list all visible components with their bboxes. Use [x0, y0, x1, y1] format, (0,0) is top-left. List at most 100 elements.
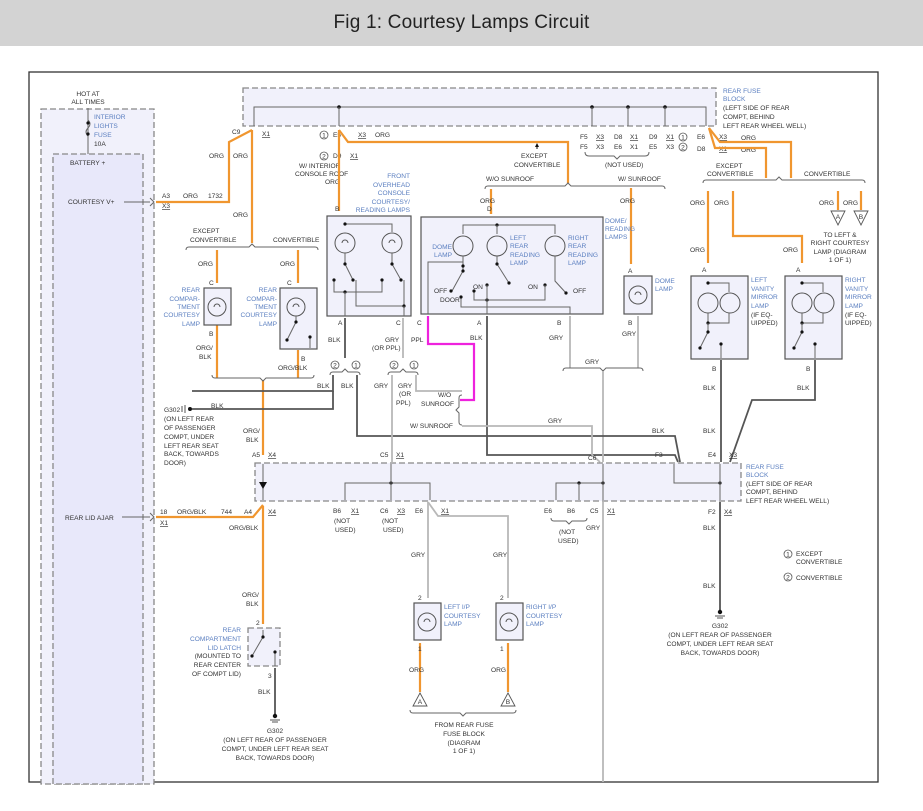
legend-label-1b: CONVERTIBLE — [796, 559, 843, 566]
conn-a-dome: A — [477, 320, 482, 327]
conn-c-rc1: C — [209, 280, 214, 287]
conn-x1-e6: X1 — [441, 508, 449, 515]
legend-label-1a: EXCEPT — [796, 551, 822, 558]
fuse-label-3: FUSE — [94, 132, 112, 139]
fuse-block-top-label-2: BLOCK — [723, 96, 746, 103]
wire-label: BLK — [211, 403, 224, 410]
conn-x1-c: X1 — [630, 134, 638, 141]
all-times-label: ALL TIMES — [71, 99, 105, 106]
legend-marker-2: 2 — [322, 154, 326, 161]
g302-bottom: G302 — [267, 728, 283, 735]
mk: 2 — [333, 363, 337, 370]
fuse-block-bottom-label: REAR FUSE — [746, 464, 784, 471]
conn-x1-b: X1 — [350, 153, 358, 160]
circuit-744: 744 — [221, 509, 232, 516]
fuse-block-bottom-loc-3: LEFT REAR WHEEL WELL) — [746, 498, 829, 505]
console-label-5: READING LAMPS — [356, 207, 411, 214]
pin-3-latch: 3 — [268, 673, 272, 680]
wire-label: BLK — [797, 385, 810, 392]
conn-b-dome: B — [557, 320, 562, 327]
rip-1: RIGHT I/P — [526, 604, 557, 611]
wire-label: ORG — [620, 198, 635, 205]
from-fuse-3: (DIAGRAM — [448, 740, 481, 747]
conn-18: 18 — [160, 509, 168, 516]
conn-x1-b6: X1 — [351, 508, 359, 515]
rv-2: VANITY — [845, 286, 869, 293]
conn-f2: F2 — [708, 509, 716, 516]
top-connector-labels: C9 X1 E5 X3 ORG 1 2 D9 X1 W/ INTERIOR CO… — [232, 129, 756, 186]
fuse-label-2: LIGHTS — [94, 123, 118, 130]
rip-2: COURTESY — [526, 613, 563, 620]
conn-x4-b: X4 — [268, 509, 276, 516]
legend-num-2: 2 — [786, 575, 790, 582]
not-label: (NOT — [334, 518, 350, 525]
wire-label: BLK — [341, 383, 354, 390]
conn-a3: A3 — [162, 193, 170, 200]
hot-at-label: HOT AT — [76, 91, 99, 98]
right-vanity-lamp: RIGHT VANITY MIRROR LAMP (IF EQ- UIPPED)… — [729, 267, 872, 463]
cond-wo: W/O — [438, 392, 451, 399]
fuse-block-bottom-box — [254, 462, 742, 502]
wire-label: ORG — [491, 667, 506, 674]
conn-x3-2: X3 — [596, 134, 604, 141]
g302-loc-4: LEFT REAR SEAT — [164, 443, 219, 450]
dome-lamp: DOME LAMP A B GRY GRY — [562, 268, 675, 462]
battery-label: BATTERY + — [70, 160, 106, 167]
wire-label: BLK — [328, 337, 341, 344]
rc1-3: TMENT — [177, 304, 200, 311]
to-courtesy-2: RIGHT COURTESY — [811, 240, 870, 247]
right-vanity-box — [784, 275, 843, 360]
ground-icon — [272, 713, 278, 719]
conn-d9: D9 — [333, 153, 342, 160]
lrr-label-3: READING — [510, 252, 540, 259]
rc2-2: COMPAR- — [246, 296, 277, 303]
diagram-frame — [28, 71, 879, 783]
conn-b-rc2: B — [301, 356, 306, 363]
cond-w-interior: W/ INTERIOR — [299, 163, 341, 170]
wire-label: ORG — [183, 193, 198, 200]
conn-x3: X3 — [358, 132, 366, 139]
pin-2-latch: 2 — [256, 620, 260, 627]
wire-label: PPL) — [396, 400, 411, 407]
conn-c6: C6 — [588, 455, 597, 462]
conn-e5: E5 — [333, 132, 341, 139]
figure-title: Fig 1: Courtesy Lamps Circuit — [333, 12, 590, 33]
dome-reading-label-2: READING — [605, 226, 635, 233]
cond-sunroof: SUNROOF — [421, 401, 454, 408]
ground-g302-right: G302 (ON LEFT REAR OF PASSENGER COMPT, U… — [667, 609, 773, 657]
latch-3: LID LATCH — [208, 645, 241, 652]
ip-courtesy-lamps: 2 1 LEFT I/P COURTESY LAMP ORG 2 1 RIGHT… — [409, 595, 563, 755]
conn-b6: B6 — [333, 508, 341, 515]
rc1-2: COMPAR- — [169, 296, 200, 303]
conn-c: C — [396, 320, 401, 327]
legend-marker-1b: 1 — [681, 135, 685, 142]
fuse-block-top-label: REAR FUSE — [723, 88, 761, 95]
lrr-label-2: REAR — [510, 243, 529, 250]
offpage-a-bottom-label: A — [418, 699, 423, 706]
conn-a4: A4 — [244, 509, 252, 516]
wire-label-org: ORG — [375, 132, 390, 139]
conn-c-dome: C — [417, 320, 422, 327]
wire-label: ORG/BLK — [177, 509, 207, 516]
conn-x1-c5b: X1 — [607, 508, 615, 515]
dome-lamp-label-2: LAMP — [434, 252, 453, 259]
wire-label: BLK — [258, 689, 271, 696]
cond-console-roof: CONSOLE ROOF — [295, 171, 348, 178]
latch-2: COMPARTMENT — [190, 636, 241, 643]
offpage-b-label: B — [859, 214, 864, 221]
conn-x1-e: X1 — [630, 144, 638, 151]
lv-3: MIRROR — [751, 294, 778, 301]
lid-latch: 2 3 REAR COMPARTMENT LID LATCH (MOUNTED … — [190, 620, 328, 762]
g302-bottom-loc-3: BACK, TOWARDS DOOR) — [236, 755, 315, 762]
lv-2: VANITY — [751, 286, 775, 293]
conn-d9-2: D9 — [649, 134, 658, 141]
switch-off-label: OFF — [434, 288, 447, 295]
rear-fuse-block-bottom: REAR FUSE BLOCK (LEFT SIDE OF REAR COMPT… — [160, 452, 829, 545]
latch-1: REAR — [223, 627, 242, 634]
conn-x1-c5: X1 — [396, 452, 404, 459]
switch-on-label-2: ON — [528, 284, 538, 291]
rip-3: LAMP — [526, 621, 545, 628]
legend-num-1: 1 — [786, 552, 790, 559]
conn-f3: F3 — [655, 452, 663, 459]
